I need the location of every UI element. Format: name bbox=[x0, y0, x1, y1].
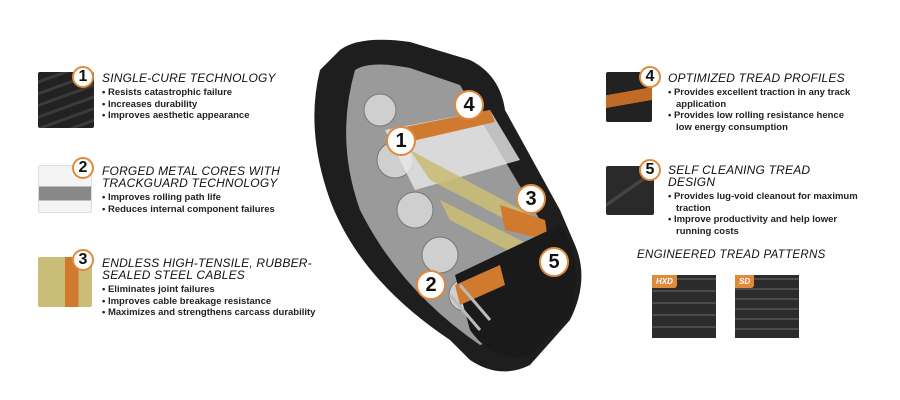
bullet: Improves cable breakage resistance bbox=[102, 296, 332, 308]
bullet: Provides excellent traction in any track… bbox=[668, 87, 858, 110]
feature-title: SINGLE-CURE TECHNOLOGY bbox=[102, 71, 276, 85]
feature-self-cleaning: SELF CLEANING TREAD DESIGN Provides lug-… bbox=[668, 164, 858, 237]
feature-single-cure: SINGLE-CURE TECHNOLOGY Resists catastrop… bbox=[102, 72, 302, 122]
bullet: Improve productivity and help lower runn… bbox=[668, 214, 858, 237]
tread-patterns-title: ENGINEERED TREAD PATTERNS bbox=[637, 249, 826, 261]
feature-title: FORGED METAL CORES WITH TRACKGUARD TECHN… bbox=[102, 164, 281, 190]
callout-3: 3 bbox=[516, 184, 546, 214]
feature-title: ENDLESS HIGH-TENSILE, RUBBER-SEALED STEE… bbox=[102, 256, 312, 282]
callout-2: 2 bbox=[416, 270, 446, 300]
bullet: Improves rolling path life bbox=[102, 192, 302, 204]
badge-4: 4 bbox=[639, 66, 661, 88]
pattern-label: HXD bbox=[652, 275, 677, 288]
bullet: Maximizes and strengthens carcass durabi… bbox=[102, 307, 332, 319]
callout-4: 4 bbox=[454, 90, 484, 120]
feature-title: SELF CLEANING TREAD DESIGN bbox=[668, 163, 811, 189]
bullet: Increases durability bbox=[102, 99, 302, 111]
badge-3: 3 bbox=[72, 249, 94, 271]
bullet: Eliminates joint failures bbox=[102, 284, 332, 296]
feature-tread-profiles: OPTIMIZED TREAD PROFILES Provides excell… bbox=[668, 72, 858, 133]
bullet: Provides lug-void cleanout for maximum t… bbox=[668, 191, 858, 214]
pattern-hxd: HXD bbox=[652, 275, 716, 338]
callout-1: 1 bbox=[386, 126, 416, 156]
pattern-label: SD bbox=[735, 275, 755, 288]
badge-5: 5 bbox=[639, 159, 661, 181]
bullet: Improves aesthetic appearance bbox=[102, 110, 302, 122]
feature-title: OPTIMIZED TREAD PROFILES bbox=[668, 71, 845, 85]
feature-steel-cables: ENDLESS HIGH-TENSILE, RUBBER-SEALED STEE… bbox=[102, 257, 332, 319]
feature-forged-metal-cores: FORGED METAL CORES WITH TRACKGUARD TECHN… bbox=[102, 165, 302, 215]
pattern-sd: SD bbox=[735, 275, 799, 338]
callout-5: 5 bbox=[539, 247, 569, 277]
badge-2: 2 bbox=[72, 157, 94, 179]
bullet: Resists catastrophic failure bbox=[102, 87, 302, 99]
rubber-track-illustration bbox=[314, 39, 582, 372]
bullet: Provides low rolling resistance hence lo… bbox=[668, 110, 858, 133]
bullet: Reduces internal component failures bbox=[102, 204, 302, 216]
badge-1: 1 bbox=[72, 66, 94, 88]
